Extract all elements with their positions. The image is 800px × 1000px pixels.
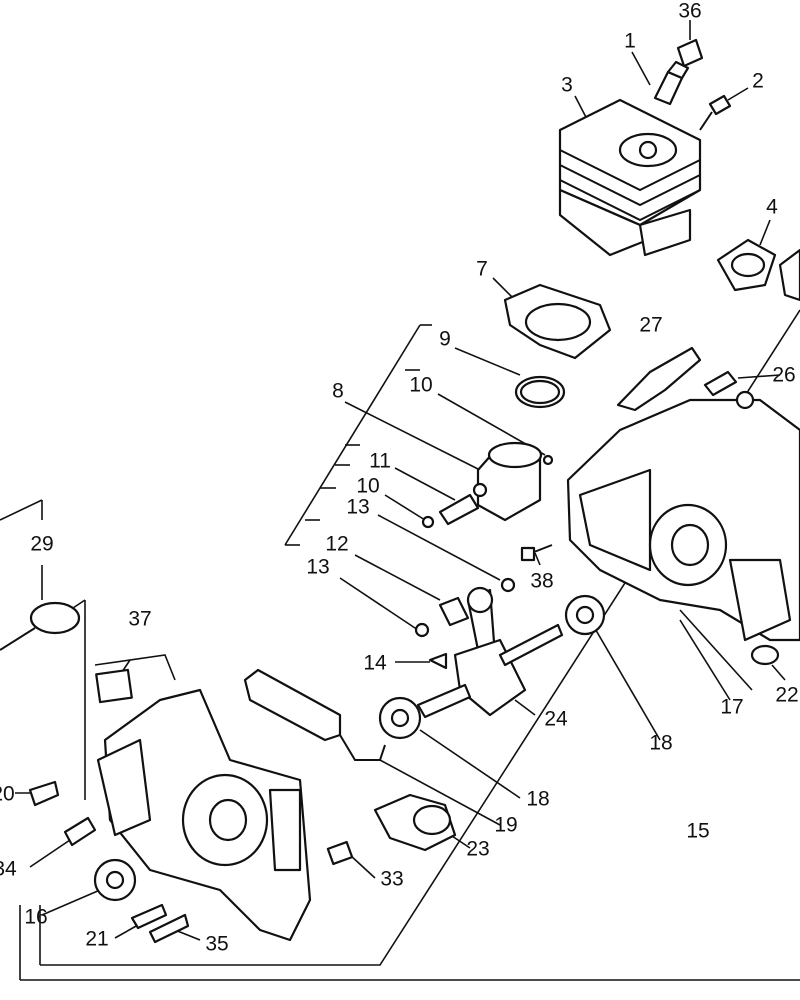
crankcase-right-part-17 <box>566 390 800 642</box>
callout-1: 1 <box>624 30 636 53</box>
callout-24: 24 <box>544 708 568 731</box>
screw-part-2 <box>699 94 732 131</box>
callout-36: 36 <box>678 0 701 23</box>
gasket-part-19 <box>243 668 386 761</box>
label-part-37 <box>95 668 133 704</box>
screw-part-20 <box>28 780 60 807</box>
valve-part-1 <box>653 60 690 106</box>
intake-part-4 <box>716 238 800 302</box>
callout-26: 26 <box>772 364 795 387</box>
screw-part-35 <box>148 913 190 944</box>
callout-14: 14 <box>363 652 387 675</box>
cap-part-36 <box>676 38 704 68</box>
bearing-part-16 <box>93 858 137 902</box>
callout-35: 35 <box>205 933 228 956</box>
key-part-14 <box>428 652 448 670</box>
callout-37: 37 <box>128 608 151 631</box>
gasket-part-7 <box>503 283 612 360</box>
callout-11: 11 <box>369 450 391 473</box>
callout-17: 17 <box>720 696 743 719</box>
callout-10b: 10 <box>356 475 379 498</box>
clip-part-13b <box>500 577 516 593</box>
callout-15: 15 <box>686 820 709 843</box>
bearing-part-18a <box>564 594 606 636</box>
callout-33: 33 <box>380 868 403 891</box>
piston-part-8 <box>472 441 554 522</box>
callout-20: 20 <box>0 783 15 806</box>
connector-part-33 <box>326 840 354 866</box>
screw-part-21 <box>130 903 168 930</box>
callout-3: 3 <box>561 74 573 97</box>
callout-23: 23 <box>466 838 489 861</box>
callout-13b: 13 <box>306 556 329 579</box>
callout-18a: 18 <box>649 732 672 755</box>
filter-part-29 <box>0 601 81 651</box>
callout-16: 16 <box>24 906 47 929</box>
callout-38: 38 <box>530 570 553 593</box>
callout-22: 22 <box>775 684 798 707</box>
callout-29: 29 <box>30 533 53 556</box>
bearing-part-18b <box>378 696 422 740</box>
crankcase-left <box>96 688 312 942</box>
callout-13a: 13 <box>346 496 369 519</box>
callout-9: 9 <box>439 328 451 351</box>
screw-part-26 <box>703 370 738 397</box>
plug-part-22 <box>750 644 780 666</box>
cylinder-part-3 <box>558 98 702 257</box>
bracket-part-27 <box>616 346 702 412</box>
callout-19: 19 <box>494 814 517 837</box>
callout-21: 21 <box>85 928 108 951</box>
screw-part-38 <box>520 544 553 562</box>
callout-18b: 18 <box>526 788 549 811</box>
pin-part-11 <box>438 493 480 526</box>
clip-part-13a <box>421 515 435 529</box>
crankshaft-part-24 <box>416 586 564 719</box>
callout-4: 4 <box>766 196 778 219</box>
callout-10a: 10 <box>409 374 432 397</box>
manifold-part-23 <box>373 793 457 852</box>
callout-27: 27 <box>639 314 662 337</box>
bearing-part-12 <box>438 596 470 627</box>
callout-7: 7 <box>476 258 488 281</box>
clip-part-13c <box>414 622 430 638</box>
ring-part-10 <box>514 375 566 409</box>
spike-part-34 <box>63 816 97 847</box>
bracket-lines <box>0 309 800 981</box>
callout-8: 8 <box>332 380 344 403</box>
callout-12: 12 <box>325 533 348 556</box>
callout-labels: 36 1 2 3 4 7 27 9 26 10 8 11 10 13 12 29… <box>0 0 799 956</box>
callout-34: 34 <box>0 858 17 881</box>
callout-2: 2 <box>752 70 764 93</box>
